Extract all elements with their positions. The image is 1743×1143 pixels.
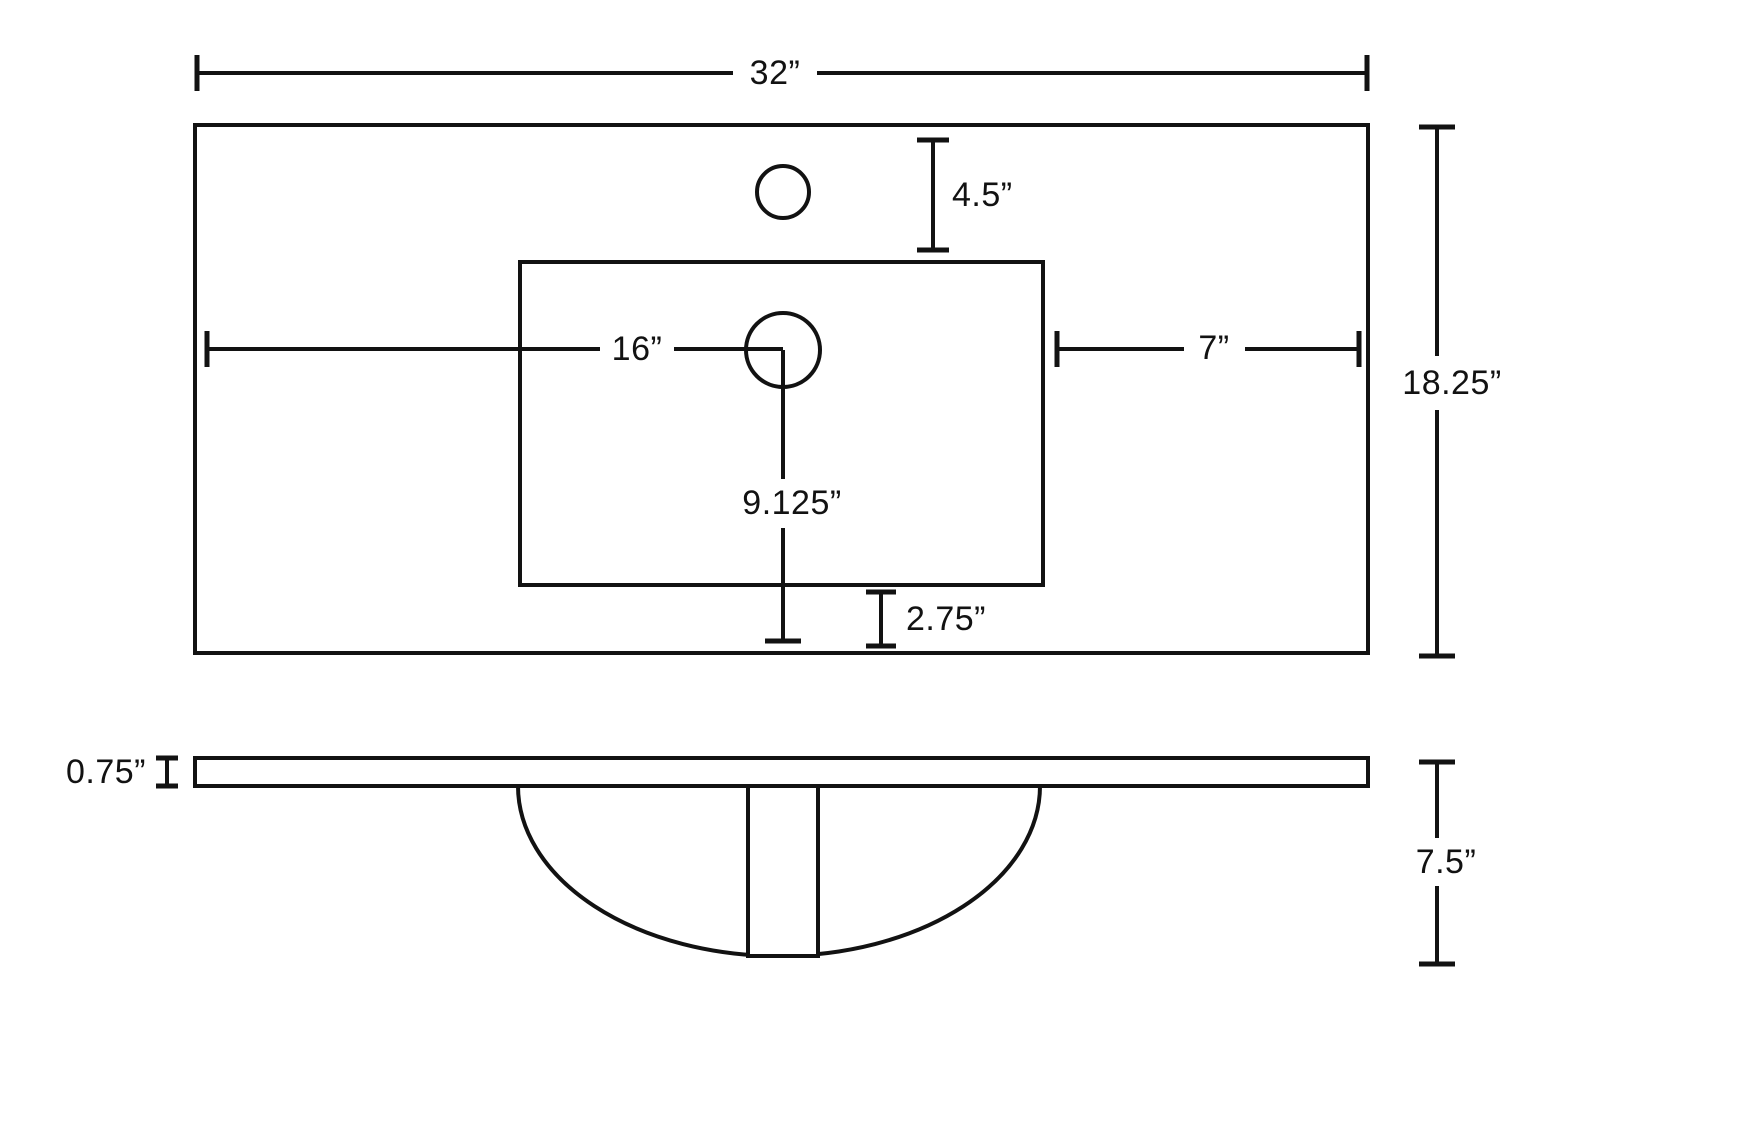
dim-label-faucet-offset: 4.5” — [952, 176, 1013, 214]
dim-label-drain-to-front: 9.125” — [742, 484, 841, 522]
side-view: 0.75” 7.5” — [66, 753, 1477, 967]
dim-label-thickness: 0.75” — [66, 753, 146, 791]
dim-label-overall-depth: 18.25” — [1402, 364, 1501, 402]
dim-label-overall-width: 32” — [750, 54, 801, 92]
dim-label-basin-to-side: 7” — [1198, 329, 1229, 367]
dim-label-bowl-depth: 7.5” — [1416, 843, 1477, 881]
dim-label-basin-to-front: 2.75” — [906, 600, 986, 638]
dim-basin-to-front: 2.75” — [866, 589, 986, 649]
dim-label-drain-from-left: 16” — [612, 330, 663, 368]
slab-outline — [193, 756, 1370, 788]
dim-basin-to-side: 7” — [1054, 329, 1362, 367]
dim-drain-from-left: 16” — [204, 330, 783, 368]
dim-faucet-offset: 4.5” — [917, 137, 1013, 253]
drain-pipe — [746, 784, 820, 958]
dim-overall-depth: 18.25” — [1402, 124, 1501, 659]
faucet-hole — [755, 164, 811, 220]
dim-thickness: 0.75” — [66, 753, 178, 791]
dim-overall-width: 32” — [194, 54, 1370, 92]
dim-bowl-depth: 7.5” — [1416, 759, 1477, 967]
top-view: 32” 18.25” 4.5” — [193, 54, 1501, 659]
countertop-outline — [193, 123, 1370, 655]
dim-drain-to-front: 9.125” — [742, 350, 841, 644]
